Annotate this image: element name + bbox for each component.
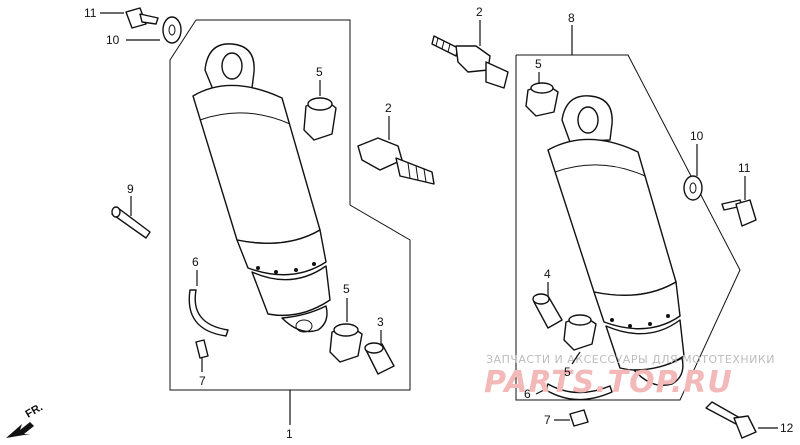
spring-clip-right (569, 409, 589, 427)
bushing-left-upper (303, 97, 337, 141)
label-part-5-left-upper: 5 (316, 65, 323, 79)
flange-bolt-left (125, 7, 159, 29)
label-part-10-right: 10 (690, 129, 704, 143)
bushing-left-lower (329, 323, 363, 363)
flange-bolt-right (721, 199, 757, 227)
left-shock-absorber (192, 43, 331, 333)
clip-left (188, 289, 229, 337)
washer-left (162, 16, 182, 44)
left-assembly-outline (169, 19, 411, 391)
bushing-right-lower (563, 314, 597, 351)
label-part-7-left: 7 (199, 374, 206, 388)
flange-bolt-12 (705, 401, 757, 439)
label-part-7-right: 7 (544, 413, 551, 427)
stud-bolt-right (431, 35, 509, 89)
collar-right (532, 293, 563, 329)
watermark-brand: PARTS.TOP.RU (484, 365, 733, 400)
label-part-10-left: 10 (106, 33, 120, 47)
bushing-right-upper (525, 82, 559, 117)
label-part-9: 9 (127, 182, 134, 196)
label-part-12: 12 (780, 421, 794, 435)
front-direction-label: FR. (24, 401, 45, 420)
stud-bolt-left (357, 137, 435, 185)
label-part-6-left: 6 (192, 255, 199, 269)
collar (364, 342, 395, 375)
pin (111, 206, 151, 239)
label-part-8: 8 (568, 11, 575, 25)
spring-clip-left (195, 339, 209, 359)
front-direction-arrow-icon (6, 422, 34, 438)
label-part-5-right-lower: 5 (564, 365, 571, 379)
watermark-top-text: ЗАПЧАСТИ И АКСЕССУАРЫ ДЛЯ МОТОТЕХНИКИ (486, 353, 775, 366)
clip-right (545, 383, 613, 401)
label-part-6-right: 6 (524, 387, 531, 401)
washer-right (683, 175, 703, 201)
label-part-5-left-lower: 5 (343, 282, 350, 296)
right-shock-absorber (547, 95, 685, 387)
label-part-2-right: 2 (476, 5, 483, 19)
label-part-4: 4 (544, 267, 551, 281)
label-part-11-right: 11 (738, 161, 751, 175)
label-part-11-left: 11 (84, 6, 97, 20)
label-part-5-right-upper: 5 (535, 57, 542, 71)
right-assembly-outline (515, 54, 741, 401)
label-part-3: 3 (377, 315, 384, 329)
label-part-1: 1 (286, 427, 293, 441)
label-part-2-left: 2 (385, 101, 392, 115)
